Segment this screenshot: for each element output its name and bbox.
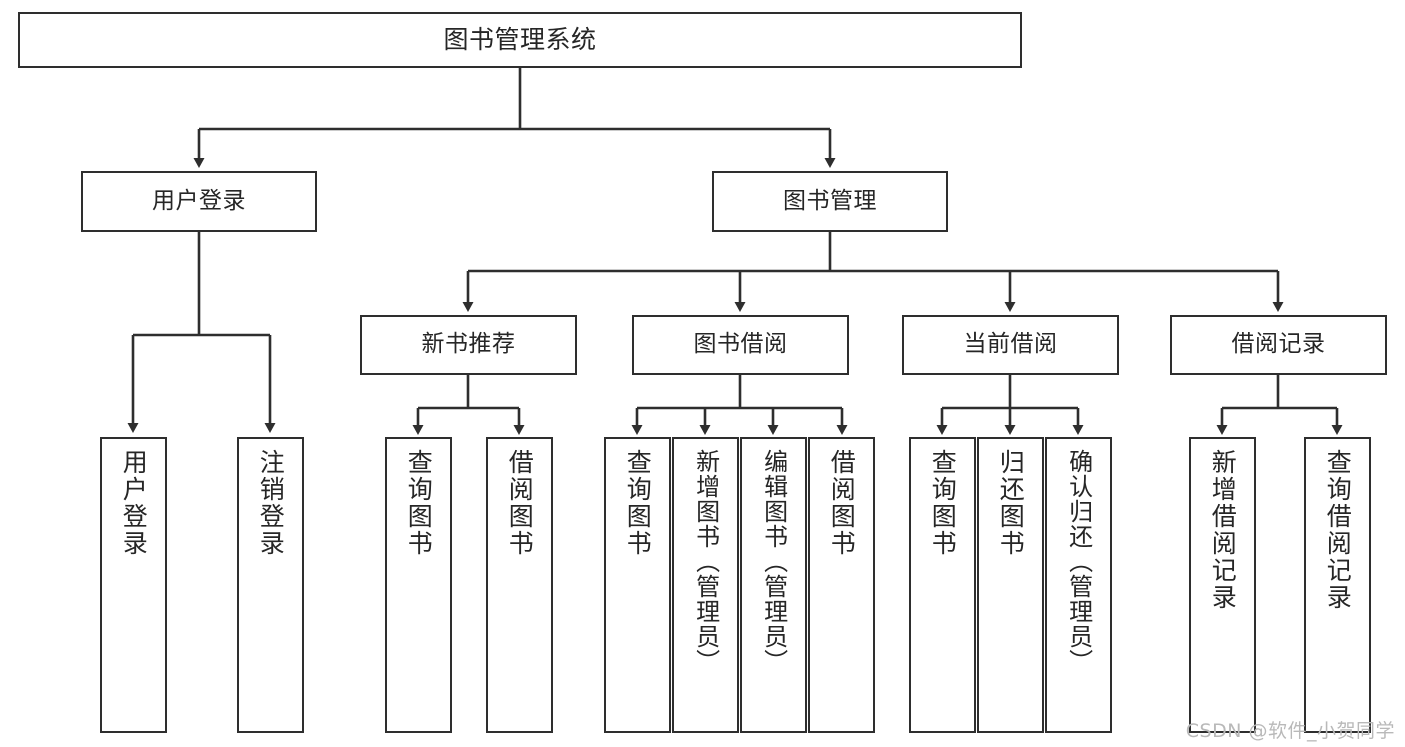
node-leaf-user-logout[interactable]: 注销登录 [237, 437, 304, 733]
node-leaf-query-book-borrow[interactable]: 查询图书 [604, 437, 671, 733]
node-leaf-borrow-book-label: 借阅图书 [827, 449, 857, 557]
node-new-book-recommend-label: 新书推荐 [421, 331, 516, 358]
node-leaf-query-book-current-label: 查询图书 [928, 449, 958, 557]
node-user-login[interactable]: 用户登录 [81, 171, 317, 232]
node-borrow-record-label: 借阅记录 [1231, 331, 1326, 358]
node-leaf-edit-book[interactable]: 编辑图书（管理员） [740, 437, 807, 733]
node-leaf-borrow-book-rec-label: 借阅图书 [505, 449, 535, 557]
watermark-text: CSDN @软件_小贺同学 [1185, 720, 1395, 742]
node-leaf-edit-book-label: 编辑图书（管理员） [759, 449, 788, 674]
node-leaf-confirm-return[interactable]: 确认归还（管理员） [1045, 437, 1112, 733]
node-leaf-query-book-borrow-label: 查询图书 [623, 449, 653, 557]
node-root-label: 图书管理系统 [443, 25, 597, 55]
node-book-borrow[interactable]: 图书借阅 [632, 315, 849, 375]
node-leaf-add-book-label: 新增图书（管理员） [691, 449, 720, 674]
node-leaf-query-record-label: 查询借阅记录 [1323, 449, 1353, 611]
node-leaf-user-login-label: 用户登录 [119, 449, 149, 557]
node-leaf-query-record[interactable]: 查询借阅记录 [1304, 437, 1371, 733]
node-leaf-query-book-rec-label: 查询图书 [404, 449, 434, 557]
node-borrow-record[interactable]: 借阅记录 [1170, 315, 1387, 375]
node-book-borrow-label: 图书借阅 [693, 331, 788, 358]
node-leaf-query-book-current[interactable]: 查询图书 [909, 437, 976, 733]
node-leaf-user-logout-label: 注销登录 [256, 449, 286, 557]
node-current-borrow[interactable]: 当前借阅 [902, 315, 1119, 375]
node-leaf-return-book[interactable]: 归还图书 [977, 437, 1044, 733]
node-leaf-confirm-return-label: 确认归还（管理员） [1064, 449, 1093, 674]
node-leaf-add-book[interactable]: 新增图书（管理员） [672, 437, 739, 733]
node-new-book-recommend[interactable]: 新书推荐 [360, 315, 577, 375]
node-current-borrow-label: 当前借阅 [963, 331, 1058, 358]
node-user-login-label: 用户登录 [152, 187, 246, 214]
node-root[interactable]: 图书管理系统 [18, 12, 1022, 68]
node-leaf-add-record[interactable]: 新增借阅记录 [1189, 437, 1256, 733]
node-leaf-query-book-rec[interactable]: 查询图书 [385, 437, 452, 733]
node-book-manage-label: 图书管理 [783, 187, 877, 214]
node-leaf-borrow-book[interactable]: 借阅图书 [808, 437, 875, 733]
node-leaf-return-book-label: 归还图书 [996, 449, 1026, 557]
node-leaf-add-record-label: 新增借阅记录 [1208, 449, 1238, 611]
node-book-manage[interactable]: 图书管理 [712, 171, 948, 232]
node-leaf-borrow-book-rec[interactable]: 借阅图书 [486, 437, 553, 733]
node-leaf-user-login[interactable]: 用户登录 [100, 437, 167, 733]
